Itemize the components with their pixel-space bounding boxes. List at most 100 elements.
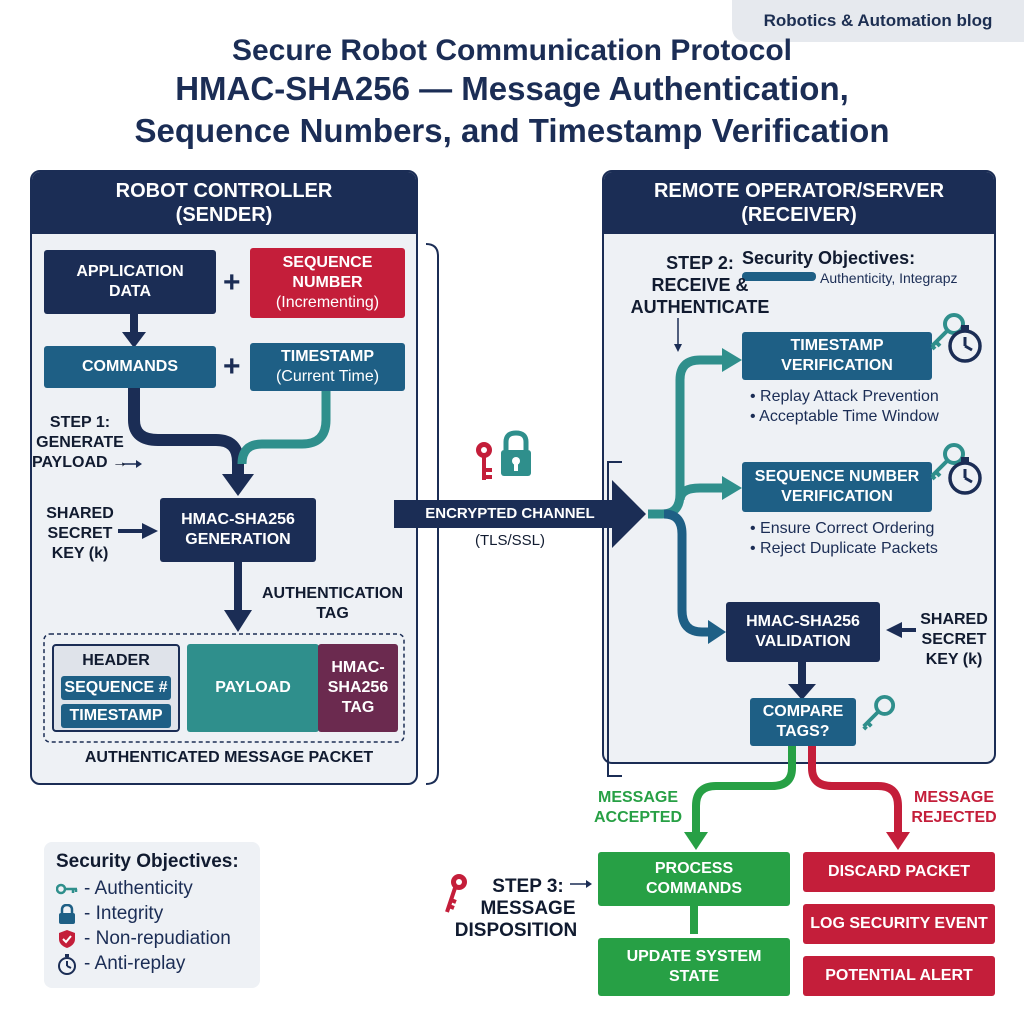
legend-integrity-label: - Integrity [84, 902, 164, 924]
timestamp-verification-box: TIMESTAMP VERIFICATION [742, 332, 932, 380]
sender-panel-header: ROBOT CONTROLLER (SENDER) [32, 172, 416, 234]
update-line2: STATE [668, 968, 720, 985]
sender-key-line3: KEY (k) [51, 545, 109, 562]
ts-verify-line1: TIMESTAMP [790, 337, 884, 354]
step2-line2: RECEIVE & [651, 275, 749, 295]
step3-line3: DISPOSITION [454, 920, 578, 941]
arrow-rejected [808, 746, 902, 838]
accepted-line2: ACCEPTED [593, 809, 682, 826]
hmac-validation-line1: HMAC-SHA256 [746, 613, 860, 630]
stopwatch-icon [948, 325, 982, 363]
title-line-2: HMAC-SHA256 — Message Authentication, [175, 70, 849, 107]
packet-timestamp-label: TIMESTAMP [61, 704, 171, 728]
packet-tag-line1: HMAC- [331, 659, 385, 676]
process-line1: PROCESS [654, 860, 734, 877]
compare-line1: COMPARE [762, 703, 844, 720]
process-line2: COMMANDS [646, 880, 742, 897]
legend-item-antireplay: - Anti-replay [56, 951, 248, 976]
rejected-line1: MESSAGE [913, 789, 994, 806]
security-objectives-legend: Security Objectives: - Authenticity - In… [44, 842, 260, 988]
packet-caption: AUTHENTICATED MESSAGE PACKET [84, 749, 374, 766]
commands-label: COMMANDS [82, 358, 178, 375]
step3-label: STEP 3: MESSAGE DISPOSITION [446, 876, 586, 942]
lock-icon [501, 430, 531, 476]
key-icon [445, 874, 467, 913]
sequence-verification-box: SEQUENCE NUMBER VERIFICATION [742, 462, 932, 512]
legend-item-authenticity: - Authenticity [56, 876, 248, 901]
packet-tag-line3: TAG [341, 699, 375, 716]
auth-tag-line2: TAG [316, 605, 349, 622]
compare-tags-box: COMPARE TAGS? [750, 698, 856, 746]
stopwatch-icon [948, 457, 982, 495]
key-icon [56, 883, 78, 894]
application-data-box: APPLICATION DATA [44, 250, 216, 314]
encrypted-channel-label: ENCRYPTED CHANNEL [425, 505, 595, 522]
receiver-bracket [607, 461, 622, 777]
application-data-line1: APPLICATION [76, 263, 184, 280]
receiver-objectives-title: Security Objectives: [742, 248, 916, 268]
seq-verify-line1: SEQUENCE NUMBER [754, 468, 920, 485]
ts-verify-bullet-1: • Replay Attack Prevention [750, 388, 939, 405]
message-rejected-label: MESSAGE REJECTED [906, 788, 1002, 828]
seq-verify-line2: VERIFICATION [781, 488, 893, 505]
key-icon [930, 313, 965, 351]
ts-verify-bullet-2: • Acceptable Time Window [750, 408, 939, 425]
plus-sign-2: + [223, 350, 241, 383]
receiver-subtitle: (RECEIVER) [741, 204, 857, 226]
branch-to-sequence [675, 483, 726, 501]
receiver-shared-key-label: SHARED SECRET KEY (k) [914, 610, 994, 670]
sequence-number-line1: SEQUENCE [282, 254, 373, 271]
receiver-panel-header: REMOTE OPERATOR/SERVER (RECEIVER) [604, 172, 994, 234]
key-icon [862, 694, 896, 731]
auth-tag-line1: AUTHENTICATION [261, 585, 404, 602]
discard-packet-box: DISCARD PACKET [803, 852, 995, 892]
ts-verify-line2: VERIFICATION [781, 357, 893, 374]
legend-authenticity-label: - Authenticity [84, 877, 193, 899]
arrow-commands-to-hmac [128, 388, 244, 480]
seq-verify-bullet-2: • Reject Duplicate Packets [750, 540, 938, 557]
packet-header-label: HEADER [82, 652, 150, 669]
compare-line2: TAGS? [776, 723, 830, 740]
step3-line2: MESSAGE [480, 898, 576, 919]
step2-label: STEP 2: RECEIVE & AUTHENTICATE [620, 252, 780, 318]
shield-icon [59, 929, 75, 948]
timestamp-box: TIMESTAMP (Current Time) [250, 343, 405, 391]
hmac-generation-line1: HMAC-SHA256 [181, 511, 295, 528]
encrypted-channel-sub: (TLS/SSL) [474, 532, 546, 549]
packet-sequence-label: SEQUENCE # [61, 676, 171, 700]
legend-item-nonrepudiation: - Non-repudiation [56, 926, 248, 951]
step1-line1: STEP 1: [49, 414, 111, 431]
packet-tag-line2: SHA256 [327, 679, 389, 696]
packet-hmac-tag: HMAC- SHA256 TAG [318, 644, 398, 732]
timestamp-line2: (Current Time) [275, 368, 380, 385]
message-accepted-label: MESSAGE ACCEPTED [590, 788, 686, 828]
authentication-tag-label: AUTHENTICATION TAG [250, 584, 415, 624]
application-data-line2: DATA [108, 283, 152, 300]
packet-payload-label: PAYLOAD [215, 679, 291, 696]
step1-line2: GENERATE [36, 434, 124, 451]
branch-to-hmac [663, 509, 712, 637]
stopwatch-icon [58, 953, 76, 975]
title-line-1: Secure Robot Communication Protocol [231, 34, 793, 67]
hmac-validation-box: HMAC-SHA256 VALIDATION [726, 602, 880, 662]
step3-line1: STEP 3: [492, 876, 564, 897]
timestamp-line1: TIMESTAMP [280, 348, 375, 365]
sender-title: ROBOT CONTROLLER [115, 180, 333, 202]
receiver-key-line2: SECRET [921, 631, 987, 648]
blog-tag: Robotics & Automation blog [732, 0, 1024, 42]
plus-sign-1: + [223, 266, 241, 299]
step2-line3: AUTHENTICATE [630, 297, 770, 317]
step1-label: STEP 1: GENERATE PAYLOAD → [30, 413, 130, 473]
arrow-accepted [692, 746, 796, 838]
sequence-number-box: SEQUENCE NUMBER (Incrementing) [250, 248, 405, 318]
hmac-generation-line2: GENERATION [185, 531, 291, 548]
legend-item-integrity: - Integrity [56, 901, 248, 926]
commands-box: COMMANDS [44, 346, 216, 388]
rejected-line2: REJECTED [911, 809, 997, 826]
legend-nonrepudiation-label: - Non-repudiation [84, 927, 231, 949]
hmac-generation-box: HMAC-SHA256 GENERATION [160, 498, 316, 562]
legend-title: Security Objectives: [56, 851, 239, 872]
step1-line3: PAYLOAD → [31, 454, 128, 471]
key-icon [930, 443, 965, 481]
sender-subtitle: (SENDER) [175, 204, 273, 226]
